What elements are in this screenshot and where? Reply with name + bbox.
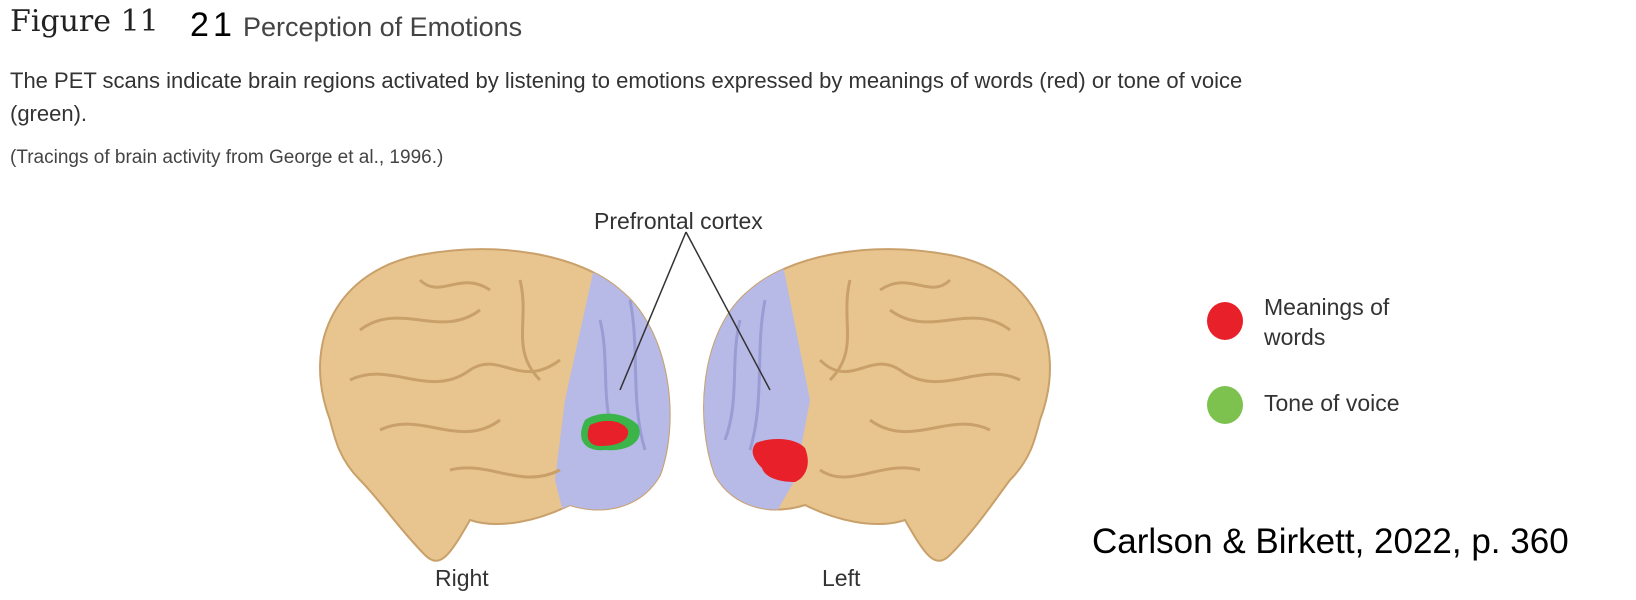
right-hemisphere [319,248,671,562]
legend-meanings-of-words: Meanings of words [1264,294,1390,350]
figure-number: Figure 11 [10,4,159,39]
left-hemisphere-label: Left [822,565,861,591]
figure-credit: (Tracings of brain activity from George … [10,147,444,168]
right-hemisphere-label: Right [435,565,489,591]
meaning-activation-right [587,420,629,446]
left-hemisphere [703,248,1051,562]
legend-green-dot-icon [1207,386,1243,424]
figure-caption: The PET scans indicate brain regions act… [10,68,1243,126]
meaning-activation-left [752,438,808,482]
figure-title: Perception of Emotions [243,12,523,42]
pointer-line-right [619,231,687,391]
pointer-line-left [685,231,771,391]
citation: Carlson & Birkett, 2022, p. 360 [1092,522,1569,561]
overlay-digit-top: 2 [190,6,209,44]
legend-tone-of-voice: Tone of voice [1264,390,1400,416]
overlay-digit-bottom: 1 [213,6,232,44]
legend-red-dot-icon [1207,302,1243,340]
prefrontal-cortex-label: Prefrontal cortex [594,208,763,234]
